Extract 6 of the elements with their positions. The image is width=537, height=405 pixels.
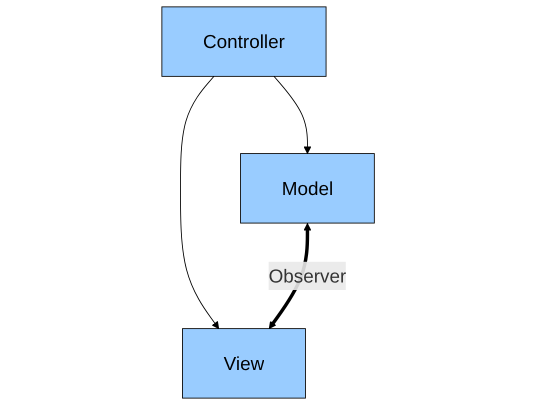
node-box: Model: [240, 153, 376, 224]
node-box: Controller: [162, 6, 327, 77]
arrow: [180, 76, 220, 329]
edge-label: Observer: [269, 265, 347, 287]
node-box: View: [182, 328, 306, 399]
arrow: [274, 76, 312, 154]
